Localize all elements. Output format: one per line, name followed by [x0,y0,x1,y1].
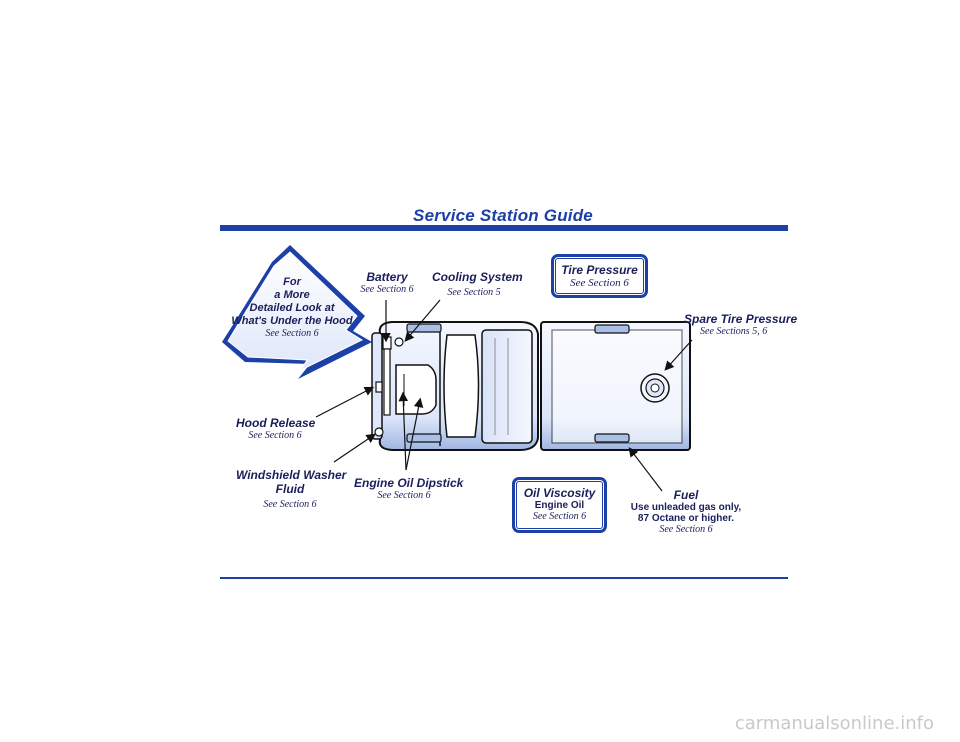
washer-ref: See Section 6 [263,499,317,510]
truck-cab [371,321,539,451]
washer-title-1: Windshield Washer [236,468,347,482]
cooling-title: Cooling System [432,270,523,284]
fuel-label: Fuel Use unleaded gas only, 87 Octane or… [628,488,744,535]
cooling-label: Cooling System See Section 5 [432,270,523,298]
callout-line-1: For [283,276,301,288]
callout-line-4: What's Under the Hood [231,315,353,327]
spare-tire-ref: See Sections 5, 6 [700,326,768,337]
fuel-leader [628,447,663,492]
oil-viscosity-line: Engine Oil [534,500,585,511]
washer-title-2: Fluid [275,482,305,496]
callout-line-2: a More [274,289,310,301]
spare-tire-label: Spare Tire Pressure See Sections 5, 6 [684,312,798,337]
footer-rule [220,577,788,579]
hood-release-ref: See Section 6 [248,430,302,441]
title-rule [220,225,788,231]
fuel-ref: See Section 6 [659,524,713,535]
spare-tire-leader [664,339,693,371]
oil-viscosity-title: Oil Viscosity [523,486,596,500]
callout-line-3: Detailed Look at [249,302,335,314]
cooling-ref: See Section 5 [447,287,501,298]
battery-title: Battery [366,270,408,284]
hood-release-leader [315,386,375,418]
hood-release-title: Hood Release [236,416,316,430]
battery-ref: See Section 6 [360,284,414,295]
dipstick-leader-1 [398,391,409,471]
cooling-leader [404,299,441,342]
dipstick-ref: See Section 6 [377,490,431,501]
watermark: carmanualsonline.info [734,713,934,734]
tire-pressure-box: Tire Pressure See Section 6 [551,254,648,298]
fuel-title: Fuel [673,488,699,502]
fuel-line-1: Use unleaded gas only, [630,502,742,513]
oil-viscosity-ref: See Section 6 [532,511,587,522]
dipstick-title: Engine Oil Dipstick [354,476,464,490]
dipstick-label: Engine Oil Dipstick See Section 6 [354,476,464,501]
fuel-line-2: 87 Octane or higher. [637,513,735,524]
truck-bed [540,321,691,451]
dipstick-leader-2 [405,397,424,471]
page-title: Service Station Guide [413,206,593,225]
tire-pressure-ref: See Section 6 [570,277,629,289]
under-hood-arrow [222,245,372,379]
hood-release-label: Hood Release See Section 6 [236,416,316,441]
washer-leader [333,433,376,463]
callout-ref: See Section 6 [265,328,319,339]
washer-label: Windshield Washer Fluid See Section 6 [236,468,347,510]
spare-tire-title: Spare Tire Pressure [684,312,798,326]
tire-pressure-title: Tire Pressure [561,263,638,277]
oil-viscosity-box: Oil Viscosity Engine Oil See Section 6 [512,477,607,533]
under-hood-callout: For a More Detailed Look at What's Under… [222,276,362,340]
battery-label: Battery See Section 6 [352,270,422,295]
